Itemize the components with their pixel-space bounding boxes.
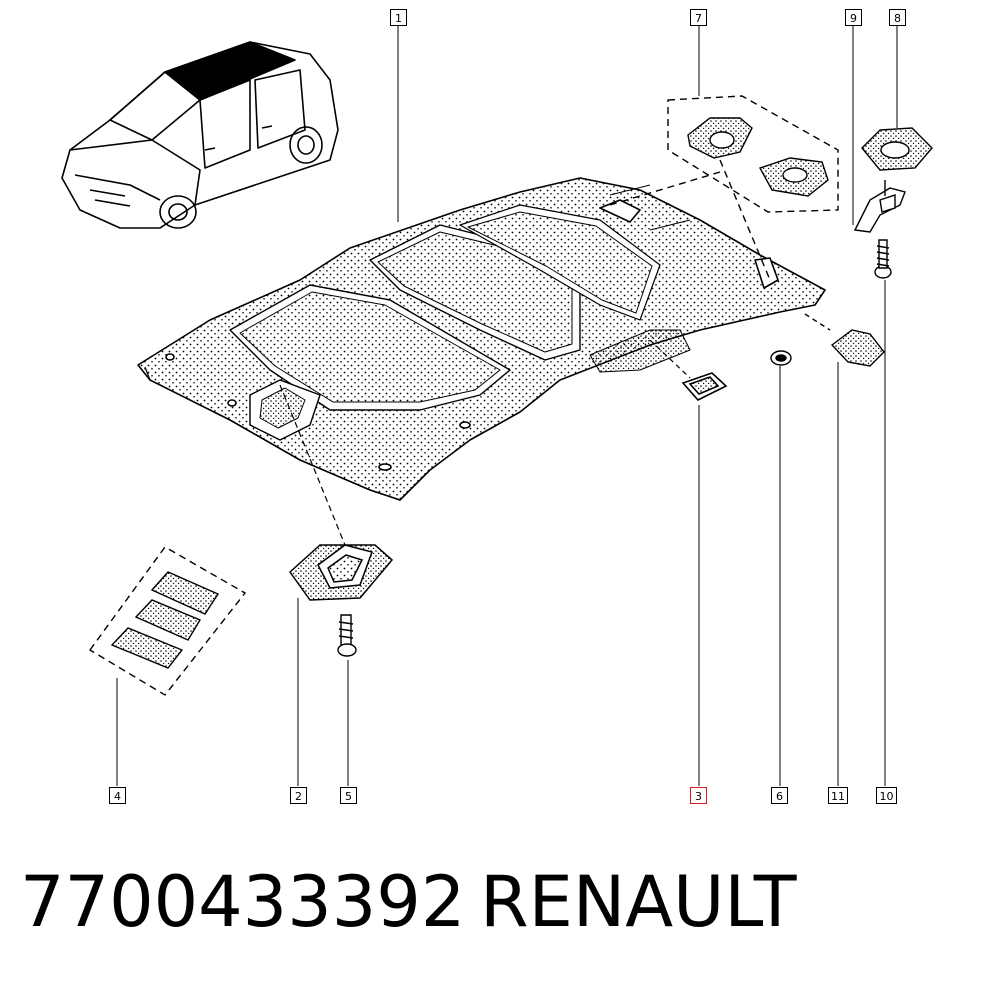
part-11-clip <box>804 313 885 367</box>
callout-1: 1 <box>390 9 407 26</box>
headliner-panel <box>137 177 826 501</box>
part-6-grommet <box>770 350 792 366</box>
part-5-screw <box>337 614 357 657</box>
leader-lines <box>116 26 898 786</box>
callout-11: 11 <box>828 787 848 804</box>
callout-7: 7 <box>690 9 707 26</box>
callout-4: 4 <box>109 787 126 804</box>
callout-2: 2 <box>290 787 307 804</box>
part-2-courtesy-light-housing <box>279 384 394 601</box>
callout-5: 5 <box>340 787 357 804</box>
callout-3-highlighted[interactable]: 3 <box>690 787 707 804</box>
part-9-grab-handle <box>853 180 906 233</box>
callout-10: 10 <box>876 787 897 804</box>
part-7-group-frame <box>609 95 839 281</box>
brand-name: RENAULT <box>480 861 797 943</box>
part-number: 7700433392 <box>20 861 466 943</box>
part-8-clip <box>861 127 933 171</box>
headliner-exploded-diagram <box>61 26 933 786</box>
callout-9: 9 <box>845 9 862 26</box>
part-4-lens-group <box>88 546 247 696</box>
part-3-light-lens <box>649 339 728 401</box>
part-10-screw <box>874 239 892 279</box>
callout-6: 6 <box>771 787 788 804</box>
part-7-sun-visor-clips <box>687 117 829 197</box>
car-thumbnail-illustration <box>61 41 339 229</box>
callout-8: 8 <box>889 9 906 26</box>
